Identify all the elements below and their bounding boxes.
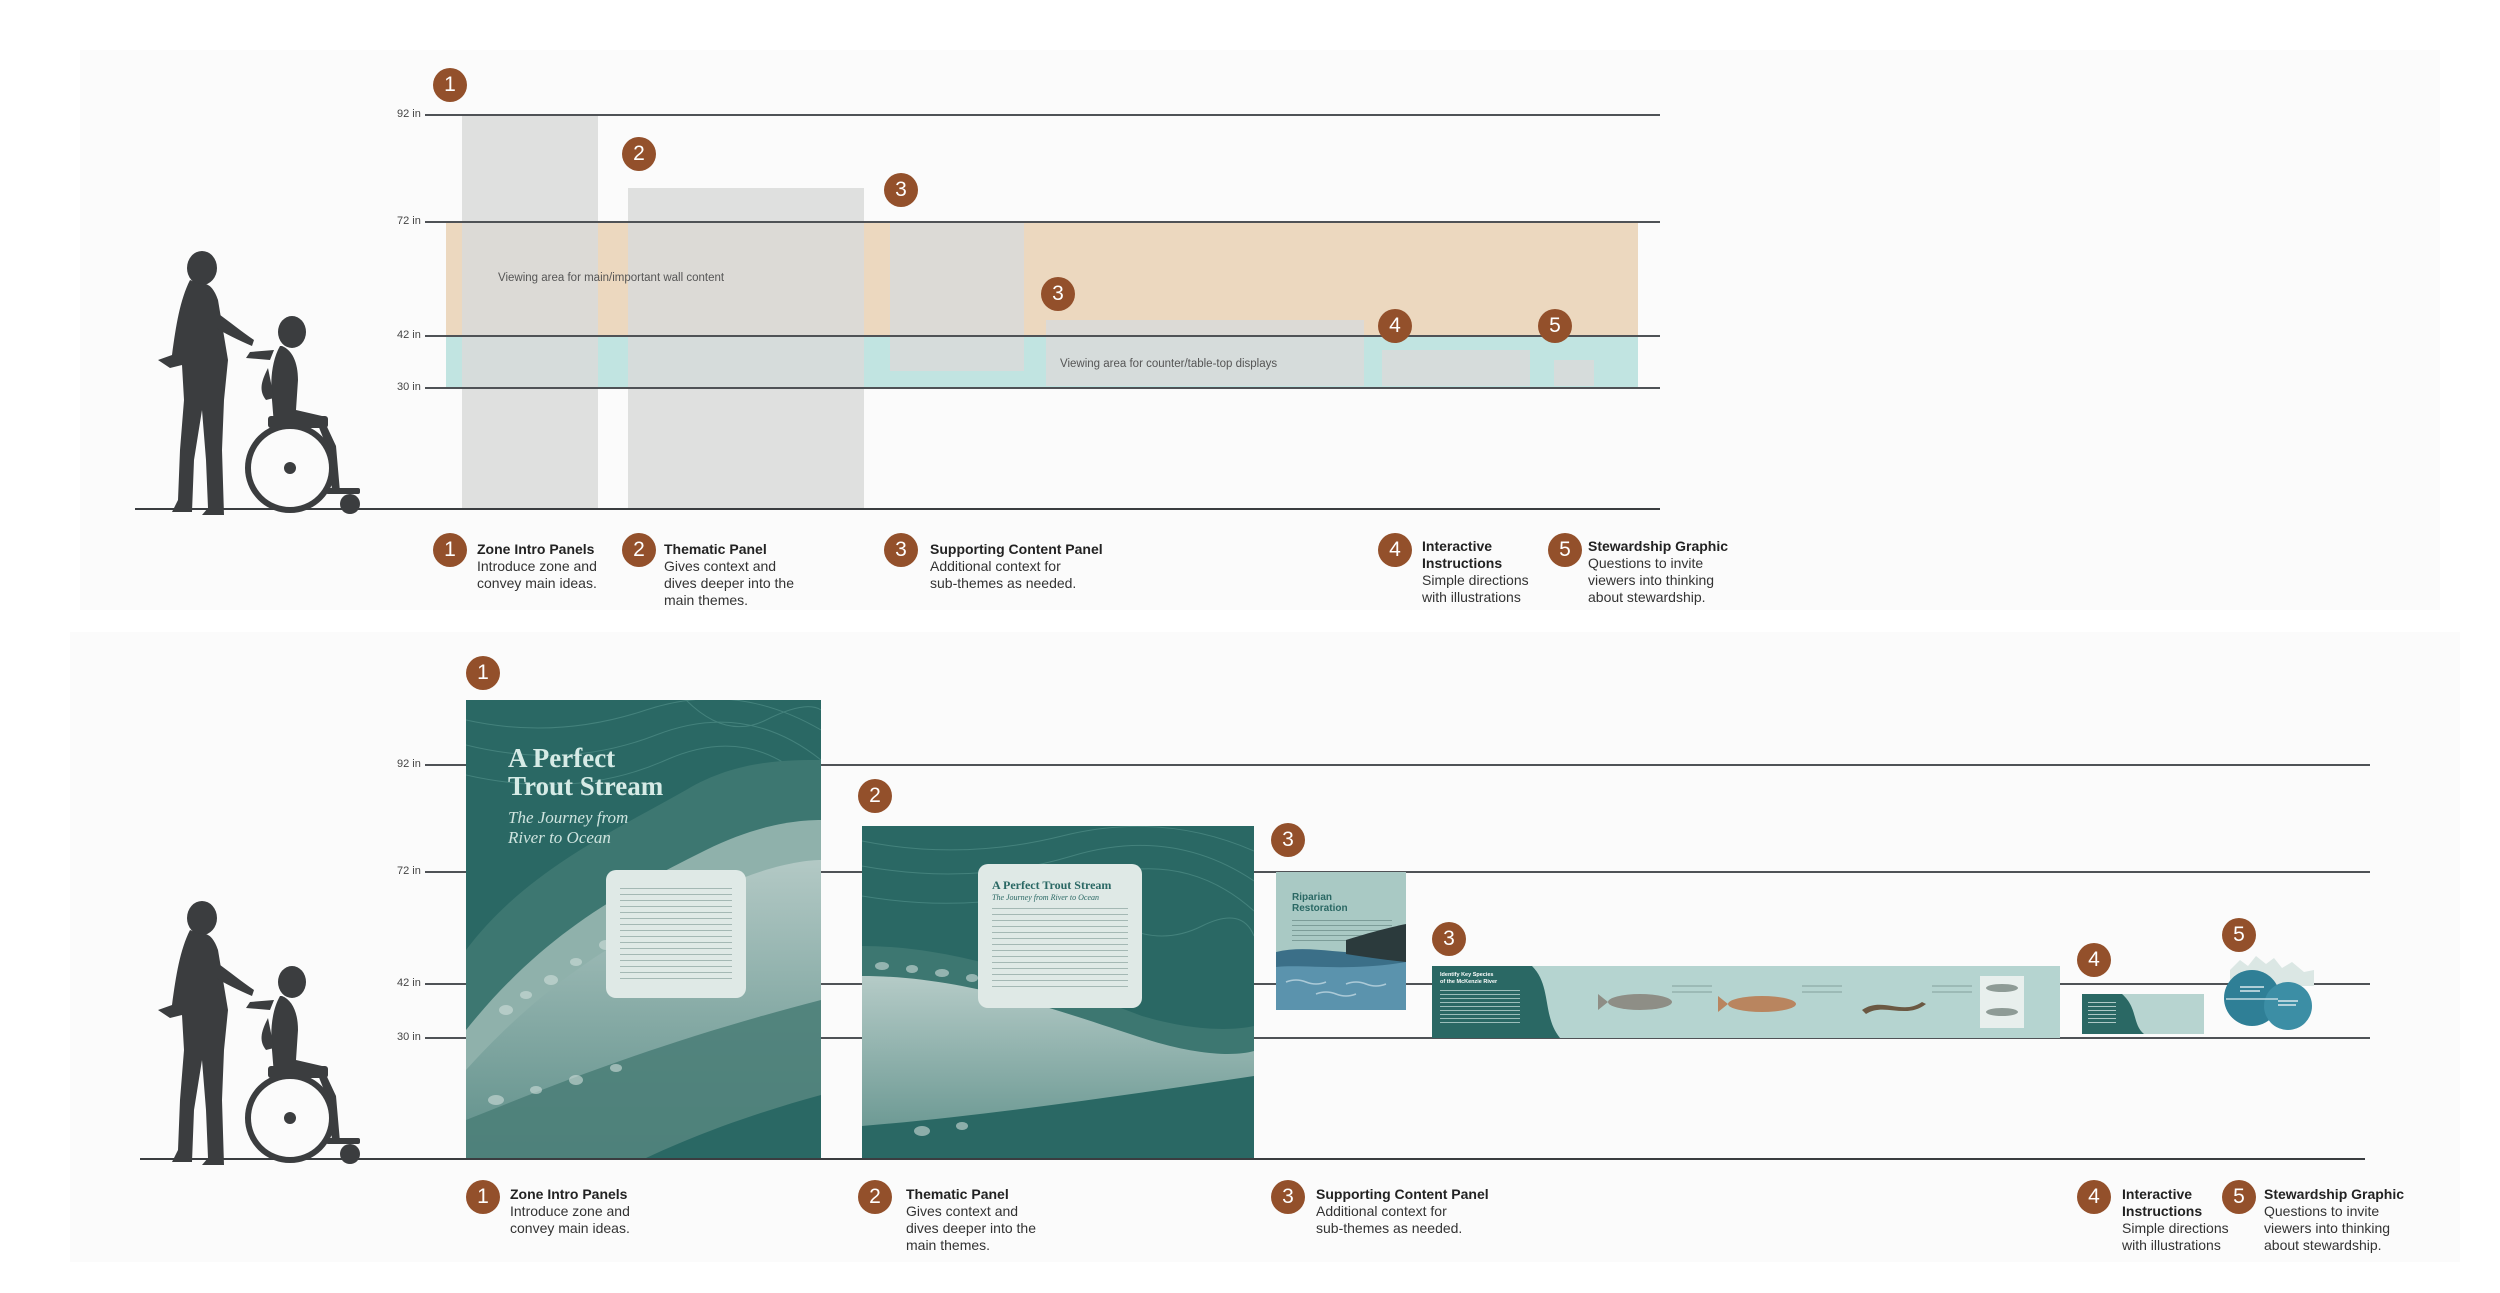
intro-panel-subtitle: The Journey from River to Ocean	[508, 808, 629, 847]
caption-badge-3-bottom: 3	[1271, 1180, 1305, 1214]
species-panel-body-lines	[1440, 990, 1520, 1026]
caption-badge-1-bottom: 1	[466, 1180, 500, 1214]
caption-title-stewardship-bottom: Stewardship Graphic	[2264, 1186, 2405, 1202]
thematic-panel: A Perfect Trout Stream The Journey from …	[862, 826, 1254, 1158]
caption-title-supporting-bottom: Supporting Content Panel	[1316, 1186, 1489, 1202]
caption-title-intro-top: Zone Intro Panels	[477, 541, 595, 557]
interactive-panel	[2082, 994, 2204, 1034]
badge-4-bottom: 4	[2077, 943, 2111, 977]
ground-line-bottom	[140, 1158, 2365, 1160]
intro-panel: A Perfect Trout Stream The Journey from …	[466, 700, 821, 1158]
line-92in-top	[425, 114, 1660, 116]
ground-line-top	[135, 508, 1660, 510]
supporting-panel-block-b	[1046, 320, 1364, 386]
zone-intro-panel-block	[462, 114, 598, 508]
tick-42in-bottom: 42 in	[397, 977, 421, 989]
caption-badge-2-bottom: 2	[858, 1180, 892, 1214]
badge-2-top: 2	[622, 137, 656, 171]
intro-panel-text-box	[606, 870, 746, 998]
caption-title-thematic-top: Thematic Panel	[664, 541, 767, 557]
caption-title-interactive-bottom: Interactive Instructions	[2122, 1186, 2203, 1219]
line-72in-top	[425, 221, 1660, 223]
badge-3b-bottom: 3	[1432, 922, 1466, 956]
line-30in-top	[425, 387, 1660, 389]
interactive-instructions-block	[1382, 350, 1530, 386]
caption-desc-intro-top: Introduce zone and convey main ideas.	[477, 558, 597, 591]
people-silhouette-icon	[158, 251, 360, 515]
caption-title-interactive-top: Interactive Instructions	[1422, 538, 1503, 571]
caption-title-intro-bottom: Zone Intro Panels	[510, 1186, 628, 1202]
caption-desc-stewardship-top: Questions to invite viewers into thinkin…	[1588, 555, 1715, 605]
badge-1-top: 1	[433, 68, 467, 102]
badge-1-bottom: 1	[466, 656, 500, 690]
main-zone-label: Viewing area for main/important wall con…	[498, 272, 725, 284]
stewardship-panel	[2224, 956, 2314, 1030]
badge-3a-bottom: 3	[1271, 823, 1305, 857]
line-92in-bottom	[425, 764, 2370, 766]
tick-42in-top: 42 in	[397, 329, 421, 341]
badge-5-bottom: 5	[2222, 918, 2256, 952]
thematic-panel-title: A Perfect Trout Stream	[992, 878, 1112, 892]
thematic-panel-subtitle: The Journey from River to Ocean	[992, 893, 1100, 902]
tick-72in-bottom: 72 in	[397, 865, 421, 877]
tick-92in-top: 92 in	[397, 108, 421, 120]
tick-30in-bottom: 30 in	[397, 1031, 421, 1043]
stewardship-graphic-block	[1554, 360, 1594, 386]
caption-badge-1-top: 1	[433, 533, 467, 567]
caption-badge-5-top: 5	[1548, 533, 1582, 567]
badge-5-top: 5	[1538, 309, 1572, 343]
caption-desc-intro-bottom: Introduce zone and convey main ideas.	[510, 1203, 630, 1236]
caption-badge-4-bottom: 4	[2077, 1180, 2111, 1214]
caption-desc-thematic-bottom: Gives context and dives deeper into the …	[906, 1203, 1036, 1253]
tick-72in-top: 72 in	[397, 215, 421, 227]
tick-30in-top: 30 in	[397, 381, 421, 393]
supporting-panel-block-a	[890, 221, 1024, 371]
caption-badge-4-top: 4	[1378, 533, 1412, 567]
line-42in-top	[425, 335, 1660, 337]
intro-panel-title: A Perfect Trout Stream	[508, 743, 664, 801]
caption-title-supporting-top: Supporting Content Panel	[930, 541, 1103, 557]
thematic-panel-block	[628, 188, 864, 508]
caption-desc-thematic-top: Gives context and dives deeper into the …	[664, 558, 794, 608]
caption-desc-interactive-top: Simple directions with illustrations	[1422, 572, 1529, 605]
species-panel: Identify Key Species of the McKenzie Riv…	[1432, 966, 2060, 1038]
caption-title-stewardship-top: Stewardship Graphic	[1588, 538, 1729, 554]
riparian-panel: Riparian Restoration	[1276, 872, 1406, 1010]
thematic-panel-text-box: A Perfect Trout Stream The Journey from …	[978, 864, 1142, 1008]
riparian-panel-title: Riparian Restoration	[1292, 892, 1348, 914]
caption-desc-supporting-top: Additional context for sub-themes as nee…	[930, 558, 1077, 591]
badge-2-bottom: 2	[858, 779, 892, 813]
people-silhouette-bottom-icon	[158, 901, 360, 1165]
caption-desc-interactive-bottom: Simple directions with illustrations	[2122, 1220, 2229, 1253]
caption-badge-2-top: 2	[622, 533, 656, 567]
caption-desc-supporting-bottom: Additional context for sub-themes as nee…	[1316, 1203, 1463, 1236]
species-panel-title: Identify Key Species of the McKenzie Riv…	[1440, 972, 1498, 985]
caption-badge-3-top: 3	[884, 533, 918, 567]
caption-title-thematic-bottom: Thematic Panel	[906, 1186, 1009, 1202]
tick-92in-bottom: 92 in	[397, 758, 421, 770]
line-30in-bottom	[425, 1037, 2370, 1039]
caption-badge-5-bottom: 5	[2222, 1180, 2256, 1214]
caption-desc-stewardship-bottom: Questions to invite viewers into thinkin…	[2264, 1203, 2391, 1253]
badge-3a-top: 3	[884, 173, 918, 207]
badge-3b-top: 3	[1041, 277, 1075, 311]
thematic-panel-body-lines	[992, 908, 1128, 992]
intro-panel-body-lines	[620, 888, 732, 980]
counter-zone-label: Viewing area for counter/table-top displ…	[1060, 358, 1278, 370]
interactive-panel-lines	[2088, 1002, 2116, 1026]
badge-4-top: 4	[1378, 309, 1412, 343]
